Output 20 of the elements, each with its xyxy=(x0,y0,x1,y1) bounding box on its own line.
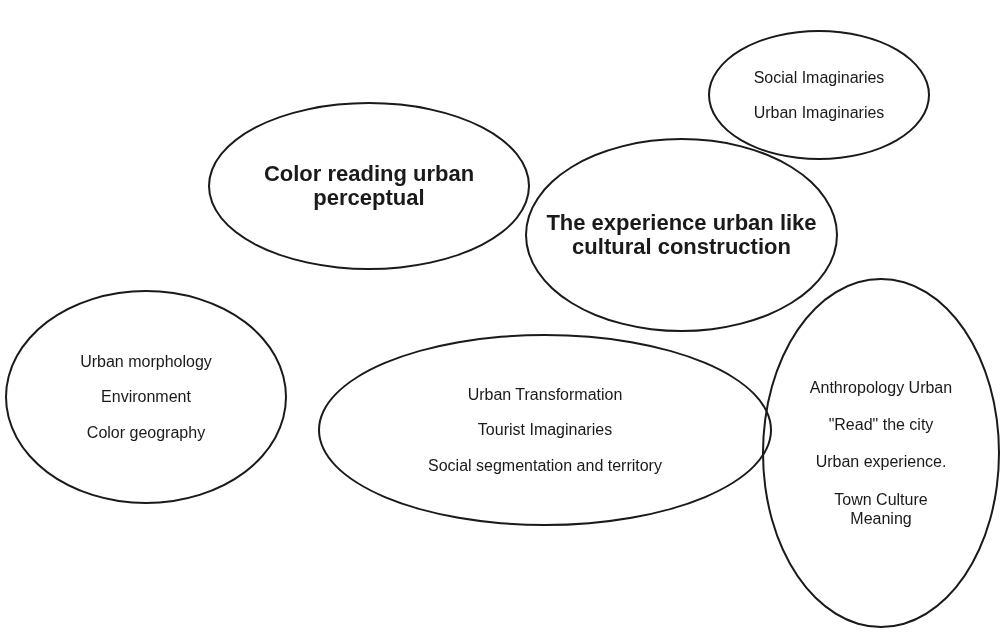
topic-item: Urban experience. xyxy=(814,452,948,472)
topic-item: Town Culture Meaning xyxy=(833,489,929,528)
topic-item: Urban Transformation xyxy=(466,385,624,405)
topic-item: Tourist Imaginaries xyxy=(476,420,614,440)
topic-ellipse xyxy=(318,334,772,526)
topic-item: Urban morphology xyxy=(79,352,213,372)
topic-ellipse xyxy=(5,290,287,504)
topic-title: Color reading urban perceptual xyxy=(262,161,476,211)
topic-item: Color geography xyxy=(85,422,207,442)
topic-item: Social Imaginaries xyxy=(752,67,886,87)
topic-item: Urban Imaginaries xyxy=(752,103,886,123)
topic-title: The experience urban like cultural construction xyxy=(545,210,818,260)
topic-ellipse xyxy=(525,138,838,332)
topic-ellipse xyxy=(208,102,530,270)
topic-item: Social segmentation and territory xyxy=(427,455,663,475)
topic-item: Environment xyxy=(100,387,192,407)
topic-ellipse xyxy=(708,30,930,160)
topic-item: "Read" the city xyxy=(827,415,935,435)
topic-ellipse xyxy=(762,278,1000,628)
topic-item: Anthropology Urban xyxy=(808,378,954,398)
